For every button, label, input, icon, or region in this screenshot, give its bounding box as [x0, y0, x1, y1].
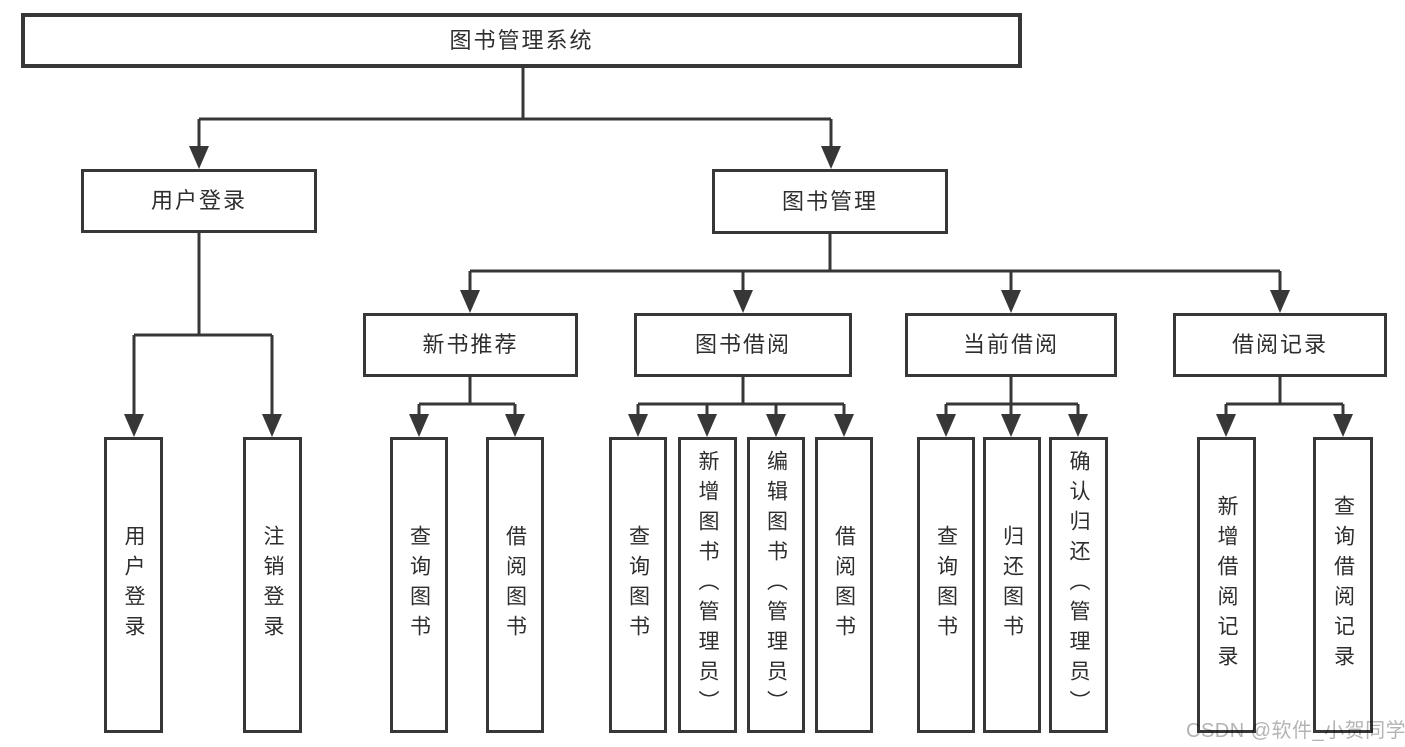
leaf-query-books-borrow: 查询图书: [609, 437, 667, 733]
node-book-borrow: 图书借阅: [634, 313, 852, 377]
leaf-edit-books-admin: 编辑图书（管理员）: [747, 437, 805, 733]
leaf-add-books-admin: 新增图书（管理员）: [678, 437, 737, 733]
leaf-query-books-recommend: 查询图书: [390, 437, 448, 733]
node-borrow-records: 借阅记录: [1173, 313, 1387, 377]
leaf-borrow-books-recommend: 借阅图书: [486, 437, 544, 733]
node-book-management: 图书管理: [712, 169, 948, 234]
leaf-return-books: 归还图书: [983, 437, 1041, 733]
leaf-query-books-current: 查询图书: [917, 437, 975, 733]
leaf-borrow-books: 借阅图书: [815, 437, 873, 733]
leaf-add-borrow-record: 新增借阅记录: [1197, 437, 1256, 733]
leaf-confirm-return-admin: 确认归还（管理员）: [1049, 437, 1108, 733]
leaf-query-borrow-record: 查询借阅记录: [1313, 437, 1373, 733]
node-system-root: 图书管理系统: [21, 13, 1022, 68]
arrowheads: [124, 146, 1353, 437]
leaf-logout: 注销登录: [243, 437, 302, 733]
csdn-watermark: CSDN @软件_小贺同学: [1186, 720, 1405, 742]
node-current-borrow: 当前借阅: [905, 313, 1117, 377]
node-user-login: 用户登录: [81, 169, 317, 233]
node-new-book-recommend: 新书推荐: [363, 313, 578, 377]
leaf-user-login: 用户登录: [104, 437, 163, 733]
